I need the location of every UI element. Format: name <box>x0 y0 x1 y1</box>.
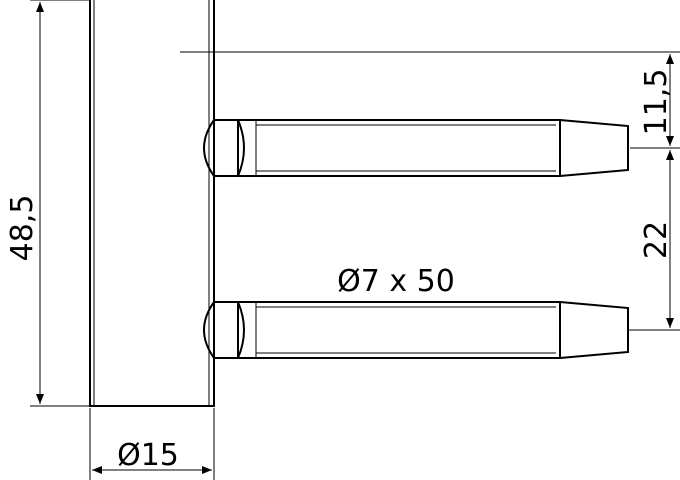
overall-height-label: 48,5 <box>5 195 40 262</box>
pin-spacing-label: 22 <box>639 221 674 259</box>
dimension-overall-height: 48,5 <box>5 0 90 407</box>
dimension-body-diameter: Ø15 <box>89 408 215 480</box>
hinge-body <box>89 0 215 407</box>
dimension-pin-spacing: 22 <box>639 150 674 328</box>
dimension-offset-top: 11,5 <box>639 54 674 146</box>
pin-size-label: Ø7 x 50 <box>337 264 455 299</box>
offset-top-label: 11,5 <box>639 69 674 136</box>
upper-pin <box>203 119 629 177</box>
lower-pin <box>203 301 629 359</box>
body-diameter-label: Ø15 <box>117 438 179 473</box>
